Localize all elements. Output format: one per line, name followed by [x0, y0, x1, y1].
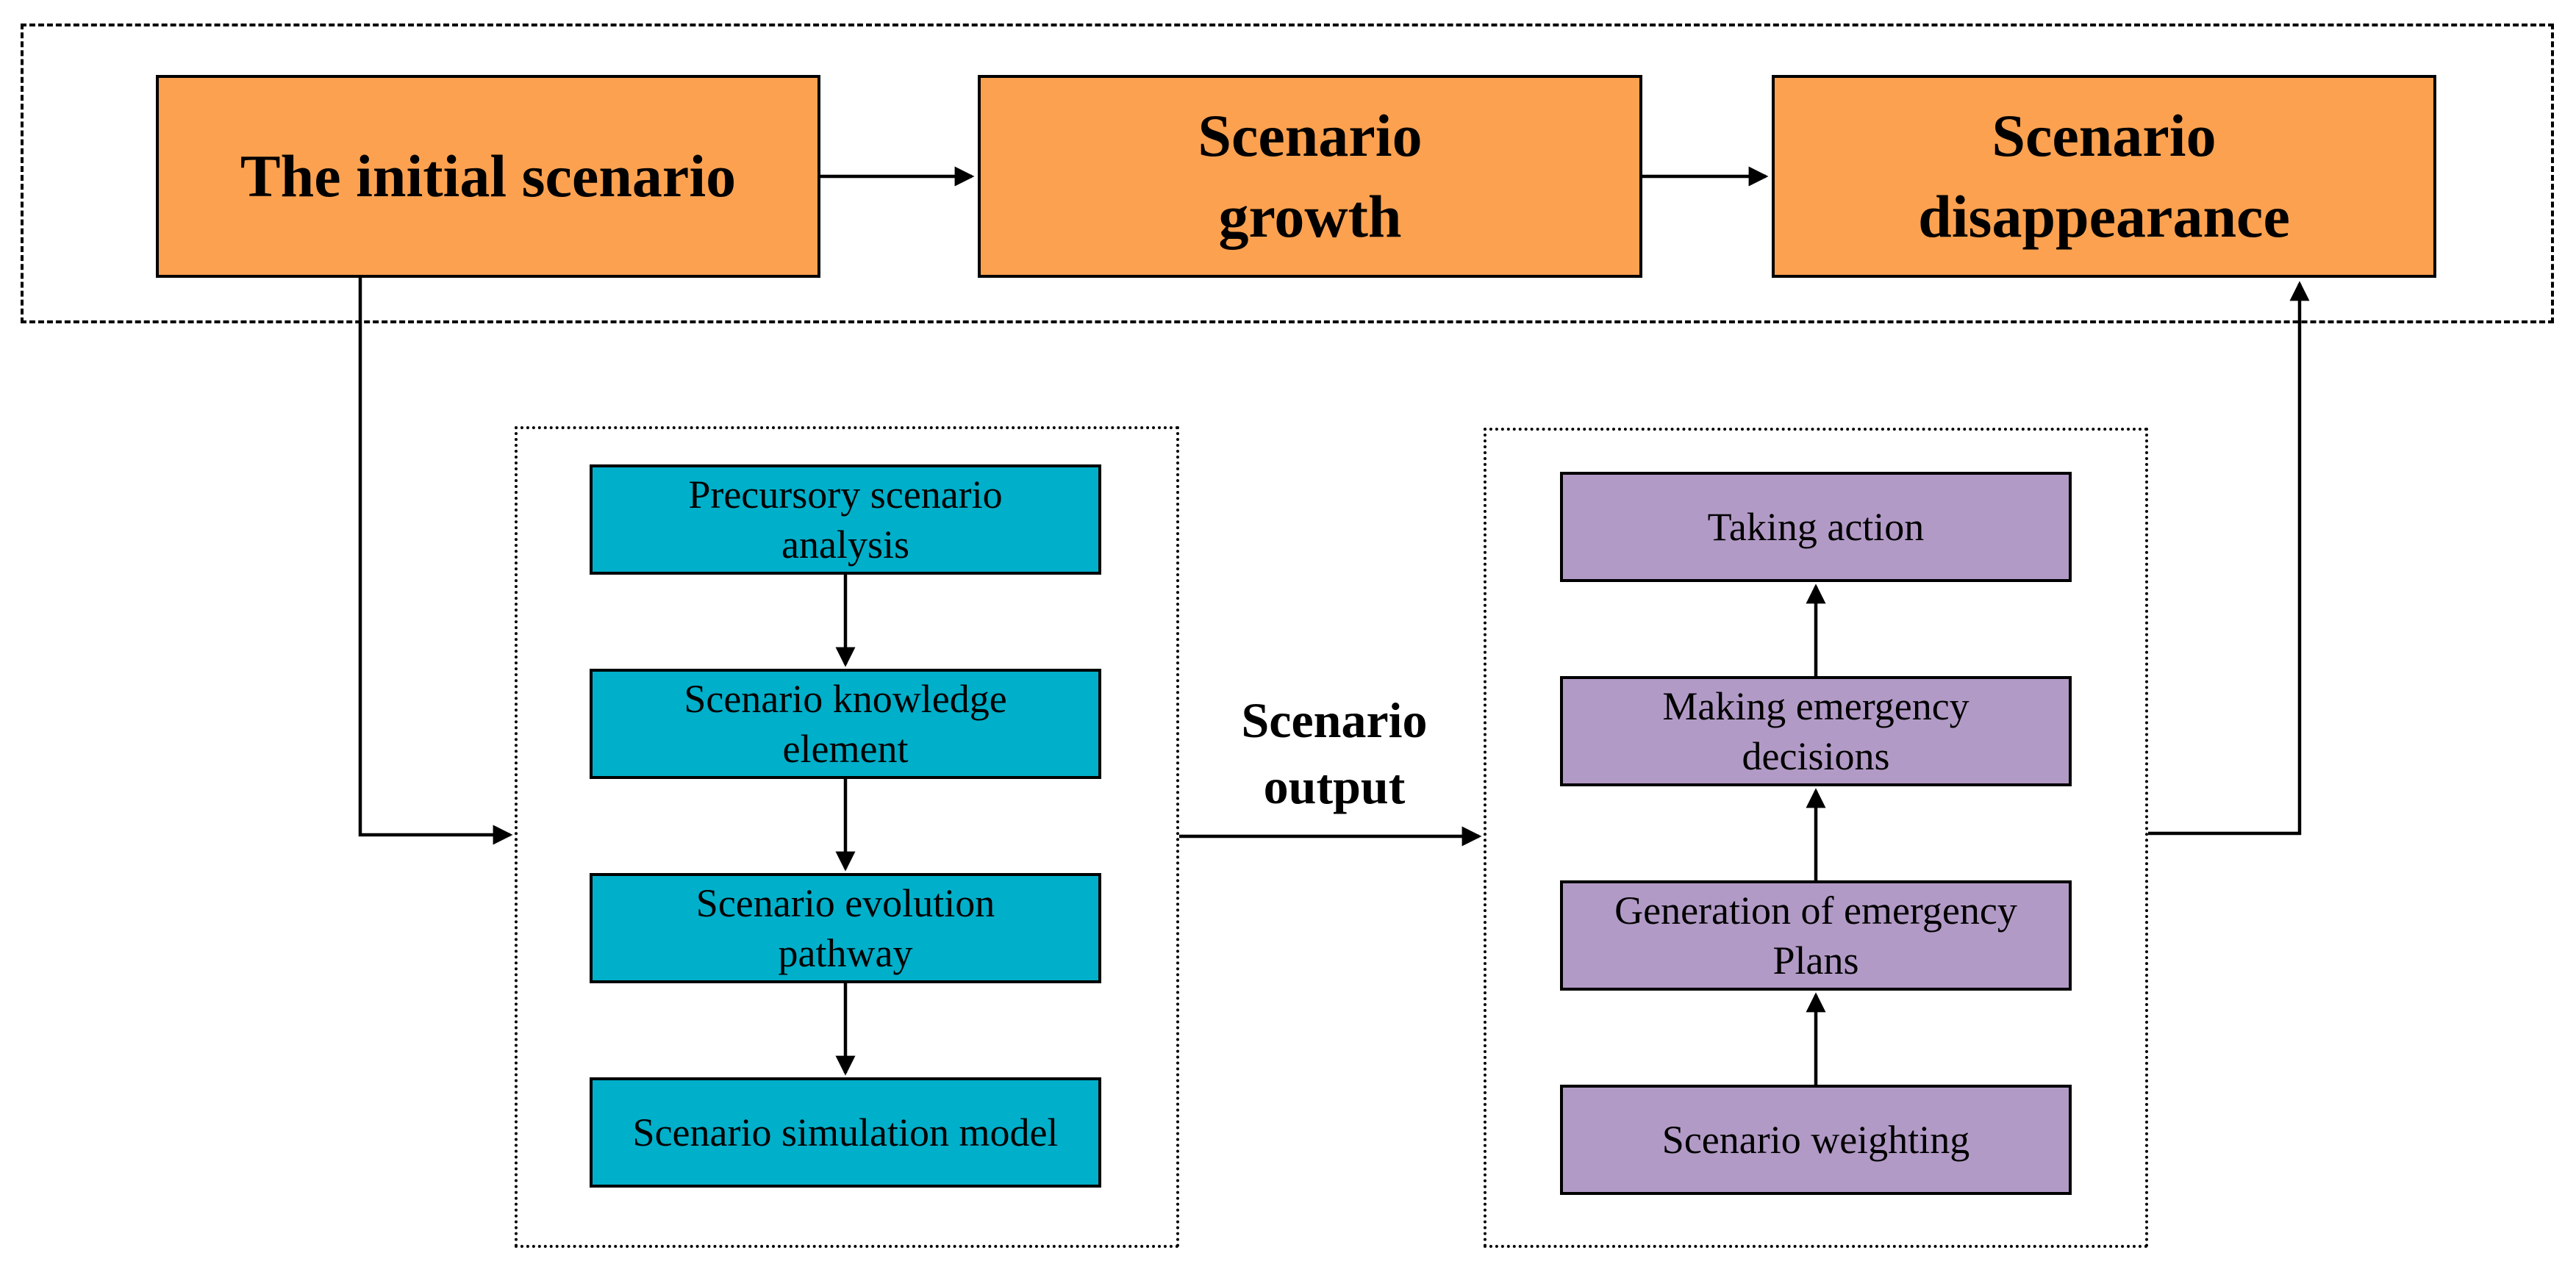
knowledge-element-label: Scenario knowledge element: [684, 677, 1007, 771]
knowledge-element-box: Scenario knowledge element: [590, 669, 1101, 779]
emergency-response-frame: [1484, 428, 2148, 1248]
scenario-growth-label: Scenario growth: [1198, 102, 1423, 250]
scenario-weighting-label: Scenario weighting: [1661, 1118, 1970, 1162]
taking-action-box: Taking action: [1560, 472, 2072, 582]
precursory-analysis-label: Precursory scenario analysis: [688, 473, 1003, 567]
evolution-pathway-label: Scenario evolution pathway: [695, 881, 995, 975]
emergency-plans-label: Generation of emergency Plans: [1614, 888, 2017, 983]
initial-scenario-label: The initial scenario: [240, 143, 737, 209]
arrow-response-to-disappearance: [2148, 281, 2310, 836]
lifecycle-stages-frame: [21, 24, 2554, 323]
simulation-model-box: Scenario simulation model: [590, 1077, 1101, 1188]
emergency-decisions-label: Making emergency decisions: [1662, 684, 1969, 778]
emergency-decisions-box: Making emergency decisions: [1560, 676, 2072, 786]
evolution-pathway-box: Scenario evolution pathway: [590, 873, 1101, 983]
arrow-initial-to-analysis: [358, 278, 513, 845]
scenario-output-label: Scenario output: [1241, 692, 1428, 814]
scenario-disappearance-box: Scenario disappearance: [1772, 75, 2436, 278]
scenario-weighting-box: Scenario weighting: [1560, 1085, 2072, 1195]
emergency-plans-box: Generation of emergency Plans: [1560, 880, 2072, 991]
initial-scenario-box: The initial scenario: [156, 75, 820, 278]
scenario-growth-box: Scenario growth: [978, 75, 1642, 278]
scenario-analysis-frame: [515, 426, 1179, 1248]
taking-action-label: Taking action: [1707, 505, 1925, 549]
scenario-disappearance-label: Scenario disappearance: [1918, 102, 2290, 250]
precursory-analysis-box: Precursory scenario analysis: [590, 464, 1101, 575]
simulation-model-label: Scenario simulation model: [632, 1110, 1059, 1155]
